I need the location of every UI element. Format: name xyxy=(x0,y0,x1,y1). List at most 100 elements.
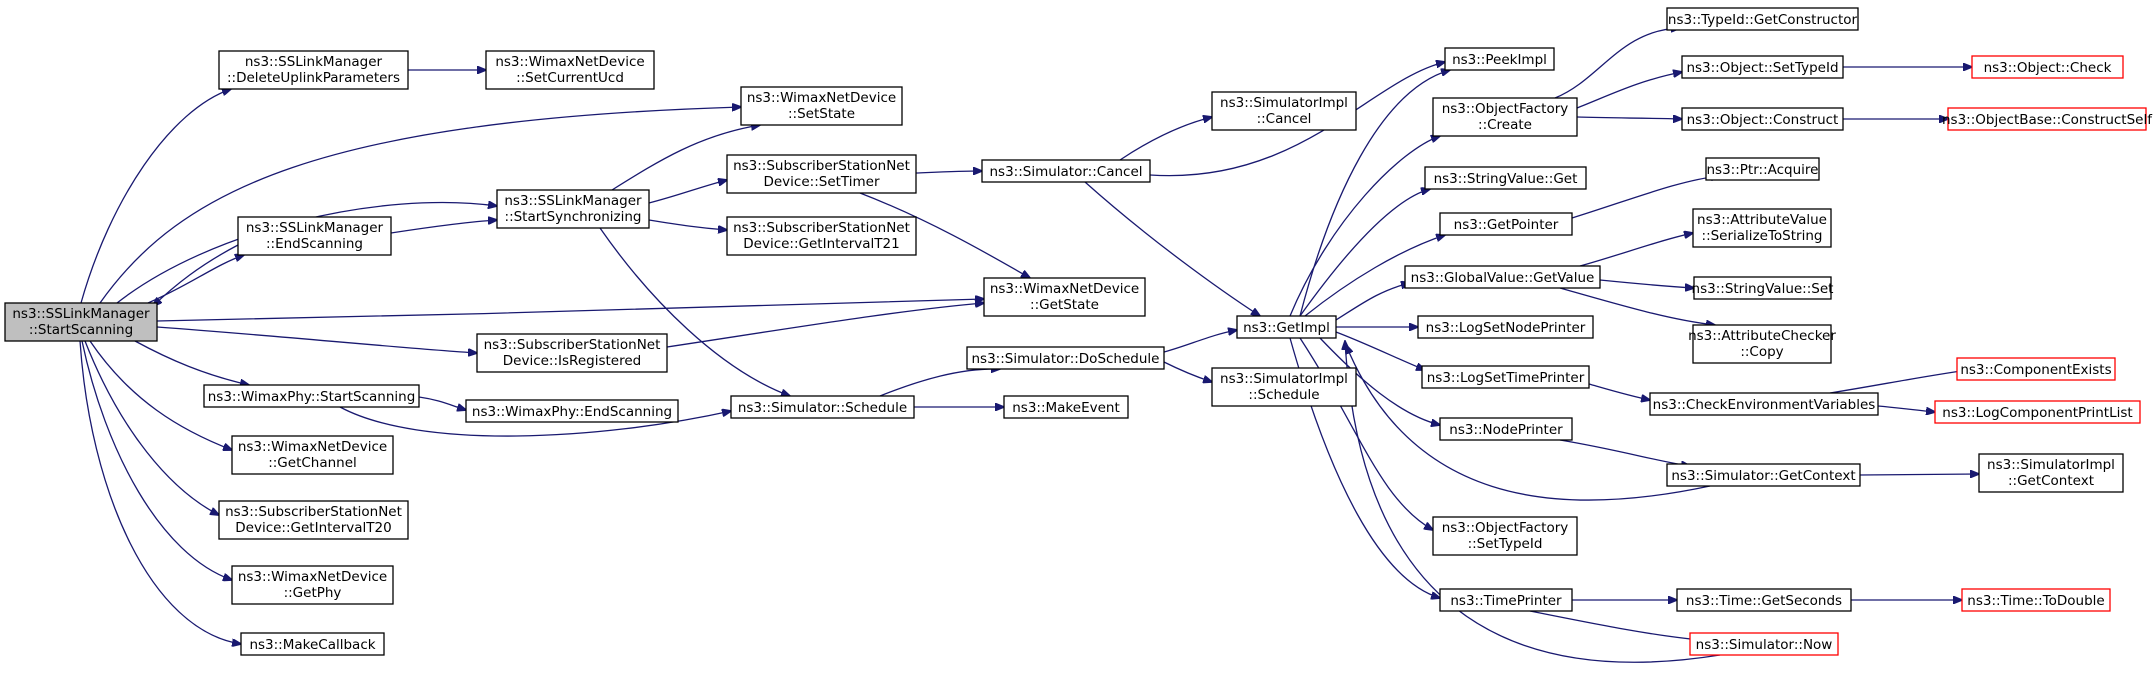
node-label-line: ::GetState xyxy=(1030,297,1099,313)
node-getimpl[interactable]: ns3::GetImpl xyxy=(1236,315,1337,339)
node-physcan[interactable]: ns3::WimaxPhy::StartScanning xyxy=(203,384,420,408)
node-t21[interactable]: ns3::SubscriberStationNetDevice::GetInte… xyxy=(726,216,917,256)
node-label-line: ns3::SimulatorImpl xyxy=(1220,371,1348,387)
node-box xyxy=(1978,453,2124,493)
node-getchan[interactable]: ns3::WimaxNetDevice::GetChannel xyxy=(231,435,394,475)
node-ofsettype[interactable]: ns3::ObjectFactory::SetTypeId xyxy=(1432,516,1578,556)
node-isreg[interactable]: ns3::SubscriberStationNetDevice::IsRegis… xyxy=(476,333,668,373)
node-logcomp[interactable]: ns3::LogComponentPrintList xyxy=(1934,400,2141,424)
edge-cancel-to-getimpl xyxy=(1084,181,1260,316)
node-box xyxy=(1961,588,2111,612)
node-objconstruct[interactable]: ns3::Object::Construct xyxy=(1681,107,1844,131)
node-ofcreate[interactable]: ns3::ObjectFactory::Create xyxy=(1432,97,1578,137)
node-sched[interactable]: ns3::Simulator::Schedule xyxy=(730,395,915,419)
node-simnow[interactable]: ns3::Simulator::Now xyxy=(1689,632,1839,656)
edge-getimpl-to-strget xyxy=(1299,189,1430,317)
edge-sync-to-sched xyxy=(599,227,790,396)
edge-simnow-to-getimpl xyxy=(1345,341,1721,663)
edge-sched-to-dosched xyxy=(879,369,1000,397)
node-logtime[interactable]: ns3::LogSetTimePrinter xyxy=(1421,365,1590,389)
node-strget[interactable]: ns3::StringValue::Get xyxy=(1424,166,1587,190)
node-checkenv[interactable]: ns3::CheckEnvironmentVariables xyxy=(1649,392,1879,416)
node-t20[interactable]: ns3::SubscriberStationNetDevice::GetInte… xyxy=(218,500,409,540)
edge-ofcreate-to-objsettype xyxy=(1576,72,1682,109)
node-ptracq[interactable]: ns3::Ptr::Acquire xyxy=(1705,157,1820,181)
node-getsec[interactable]: ns3::Time::GetSeconds xyxy=(1676,588,1852,612)
edge-getimpl-to-ofsettype xyxy=(1299,337,1433,530)
node-delup[interactable]: ns3::SSLinkManager::DeleteUplinkParamete… xyxy=(218,50,409,90)
edge-logtime-to-checkenv xyxy=(1588,383,1650,400)
node-makeevent[interactable]: ns3::MakeEvent xyxy=(1003,395,1129,419)
node-label-line: ::EndScanning xyxy=(266,236,363,252)
node-implctx[interactable]: ns3::SimulatorImpl::GetContext xyxy=(1978,453,2124,493)
edge-getimpl-to-nodeprinter xyxy=(1319,337,1440,425)
node-label-line: ns3::WimaxNetDevice xyxy=(238,569,387,585)
node-makecb[interactable]: ns3::MakeCallback xyxy=(240,632,385,656)
node-box xyxy=(740,86,903,126)
node-settimer[interactable]: ns3::SubscriberStationNetDevice::SetTime… xyxy=(726,154,917,194)
node-label-line: ns3::MakeEvent xyxy=(1012,400,1120,416)
edge-isreg-to-getstate xyxy=(666,303,984,348)
node-box xyxy=(1421,365,1590,389)
node-todouble[interactable]: ns3::Time::ToDouble xyxy=(1961,588,2111,612)
node-box xyxy=(4,302,158,342)
node-box xyxy=(485,50,655,90)
node-wsetstate[interactable]: ns3::WimaxNetDevice::SetState xyxy=(740,86,903,126)
node-box xyxy=(237,216,392,256)
node-getptr[interactable]: ns3::GetPointer xyxy=(1439,212,1573,236)
node-label-line: ::SerializeToString xyxy=(1702,228,1823,244)
node-label-line: ::SetTypeId xyxy=(1468,536,1543,552)
node-endscan[interactable]: ns3::SSLinkManager::EndScanning xyxy=(237,216,392,256)
node-cancel[interactable]: ns3::Simulator::Cancel xyxy=(981,159,1151,183)
node-sync[interactable]: ns3::SSLinkManager::StartSynchronizing xyxy=(496,189,650,229)
node-root[interactable]: ns3::SSLinkManager::StartScanning xyxy=(4,302,158,342)
node-peekimpl[interactable]: ns3::PeekImpl xyxy=(1444,47,1555,71)
node-getphy[interactable]: ns3::WimaxNetDevice::GetPhy xyxy=(231,565,394,605)
node-setucd[interactable]: ns3::WimaxNetDevice::SetCurrentUcd xyxy=(485,50,655,90)
node-label-line: ns3::TimePrinter xyxy=(1450,593,1562,609)
node-box xyxy=(1236,315,1337,339)
node-attrcopy[interactable]: ns3::AttributeChecker::Copy xyxy=(1688,324,1836,364)
node-label-line: Device::IsRegistered xyxy=(503,353,641,369)
node-objbase[interactable]: ns3::ObjectBase::ConstructSelf xyxy=(1942,107,2153,131)
node-phyend[interactable]: ns3::WimaxPhy::EndScanning xyxy=(465,399,679,423)
node-label-line: ns3::LogComponentPrintList xyxy=(1942,405,2132,421)
node-gvget[interactable]: ns3::GlobalValue::GetValue xyxy=(1404,265,1601,289)
node-implcancel[interactable]: ns3::SimulatorImpl::Cancel xyxy=(1211,91,1357,131)
node-box xyxy=(231,435,394,475)
edge-simctx-to-getimpl xyxy=(1346,345,1711,501)
node-box xyxy=(981,159,1151,183)
node-strset[interactable]: ns3::StringValue::Set xyxy=(1692,276,1834,300)
node-label-line: ::StartScanning xyxy=(29,322,133,338)
edge-endscan-to-root xyxy=(153,244,239,306)
node-label-line: ns3::StringValue::Get xyxy=(1434,171,1578,187)
node-lognode[interactable]: ns3::LogSetNodePrinter xyxy=(1417,315,1594,339)
node-objcheck[interactable]: ns3::Object::Check xyxy=(1971,55,2124,79)
node-getctor[interactable]: ns3::TypeId::GetConstructor xyxy=(1666,7,1859,31)
node-label-line: ns3::Simulator::Now xyxy=(1696,637,1833,653)
node-timeprinter[interactable]: ns3::TimePrinter xyxy=(1439,588,1573,612)
node-box xyxy=(983,277,1146,317)
node-label-line: ns3::SubscriberStationNet xyxy=(733,158,910,174)
edge-root-to-makecb xyxy=(79,340,241,644)
edge-cancel-to-implcancel xyxy=(1119,117,1212,161)
node-simctx[interactable]: ns3::Simulator::GetContext xyxy=(1666,463,1861,487)
edge-physcan-to-phyend xyxy=(418,396,466,410)
node-box xyxy=(1666,7,1859,31)
edge-settimer-to-cancel xyxy=(915,171,982,173)
node-box xyxy=(1934,400,2141,424)
node-box xyxy=(1444,47,1555,71)
node-getstate[interactable]: ns3::WimaxNetDevice::GetState xyxy=(983,277,1146,317)
node-compexists[interactable]: ns3::ComponentExists xyxy=(1956,357,2116,381)
node-attrser[interactable]: ns3::AttributeValue::SerializeToString xyxy=(1692,208,1832,248)
node-label-line: ns3::WimaxPhy::StartScanning xyxy=(208,389,416,405)
node-label-line: ns3::SubscriberStationNet xyxy=(484,337,661,353)
edge-gvget-to-strset xyxy=(1599,279,1694,288)
node-box xyxy=(1439,417,1573,441)
node-nodeprinter[interactable]: ns3::NodePrinter xyxy=(1439,417,1573,441)
node-box xyxy=(1692,324,1832,364)
node-objsettype[interactable]: ns3::Object::SetTypeId xyxy=(1681,55,1844,79)
node-box xyxy=(1693,276,1832,300)
node-implsched[interactable]: ns3::SimulatorImpl::Schedule xyxy=(1211,367,1357,407)
node-dosched[interactable]: ns3::Simulator::DoSchedule xyxy=(966,346,1165,370)
